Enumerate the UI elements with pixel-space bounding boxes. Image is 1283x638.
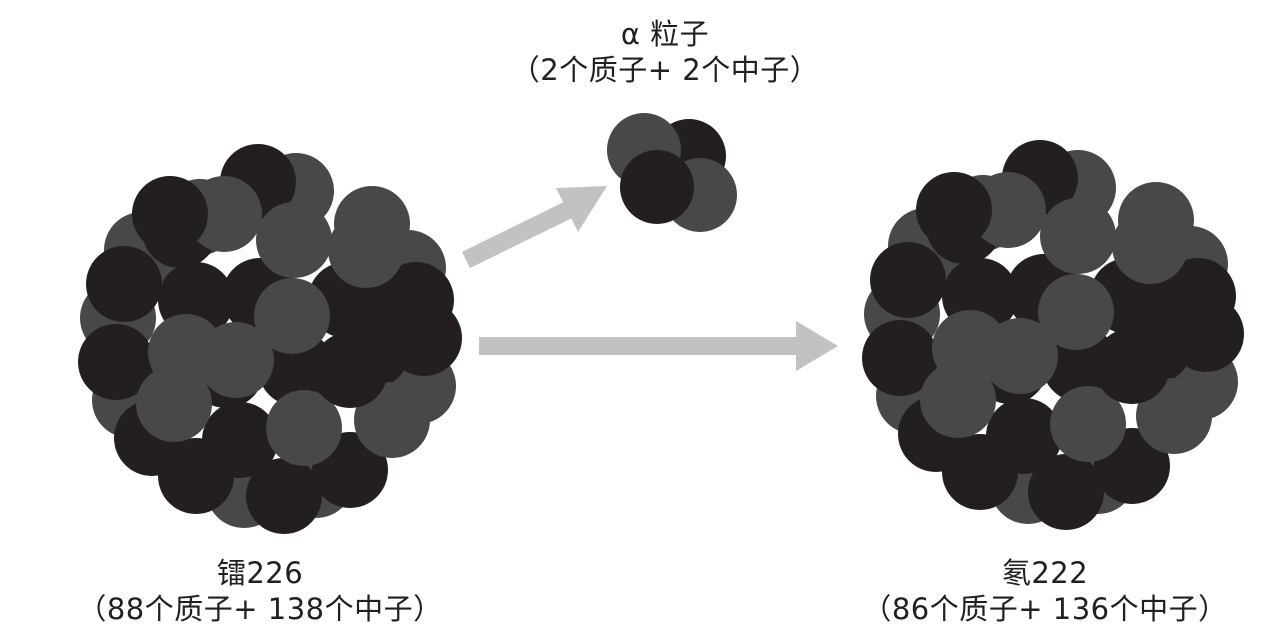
proton (186, 176, 262, 252)
proton (1038, 274, 1114, 350)
neutron (870, 242, 946, 318)
radium-name: 镭226 (216, 556, 304, 590)
proton (920, 362, 996, 438)
alpha-particle-label: α 粒子 （2个质子+ 2个中子） (460, 16, 870, 88)
neutron (158, 438, 234, 514)
neutron (916, 172, 992, 248)
arrow-alpha-emission (462, 186, 607, 269)
proton (254, 278, 330, 354)
arrow-decay (479, 321, 838, 371)
proton (1050, 386, 1126, 462)
radium-label: 镭226 （88个质子+ 138个中子） (40, 555, 480, 627)
neutron (1028, 454, 1104, 530)
neutron (386, 300, 462, 376)
proton (982, 318, 1058, 394)
neutron (1168, 296, 1244, 372)
neutron (246, 458, 322, 534)
proton (198, 322, 274, 398)
neutron (862, 320, 938, 396)
neutron (86, 246, 162, 322)
neutron (942, 434, 1018, 510)
radium-nucleus (78, 144, 462, 534)
alpha-particle (607, 113, 737, 232)
neutron (1094, 328, 1170, 404)
radon-name: 氡222 (1001, 556, 1089, 590)
proton (1112, 208, 1188, 284)
arrow-decay-head (796, 321, 838, 371)
neutron (78, 324, 154, 400)
proton (136, 366, 212, 442)
arrow-alpha-head (556, 186, 607, 232)
radon-composition: （86个质子+ 136个中子） (862, 592, 1228, 626)
arrow-alpha-shaft (462, 199, 576, 269)
neutron (132, 176, 208, 252)
arrow-decay-shaft (479, 337, 799, 355)
neutron (620, 150, 694, 224)
proton (266, 390, 342, 466)
proton (970, 172, 1046, 248)
neutron (312, 332, 388, 408)
radon-nucleus (862, 140, 1244, 530)
proton (1040, 198, 1116, 274)
proton (354, 382, 430, 458)
proton (256, 202, 332, 278)
alpha-particle-composition: （2个质子+ 2个中子） (510, 53, 820, 87)
alpha-particle-name: α 粒子 (620, 17, 710, 51)
proton (328, 212, 404, 288)
proton (1136, 378, 1212, 454)
radon-label: 氡222 （86个质子+ 136个中子） (825, 555, 1265, 627)
radium-composition: （88个质子+ 138个中子） (77, 592, 443, 626)
